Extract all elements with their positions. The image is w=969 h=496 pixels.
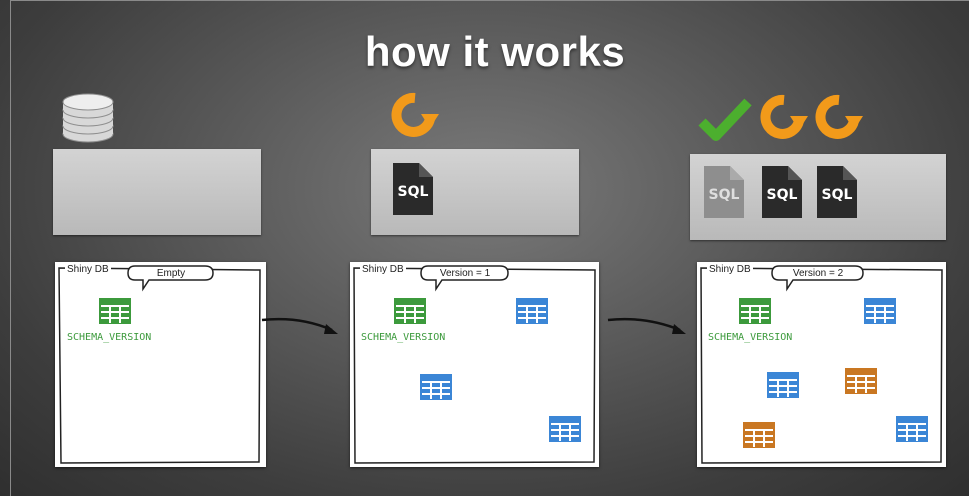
schema-version-label: SCHEMA_VERSION — [361, 332, 446, 343]
table-icon — [516, 298, 548, 324]
table-icon — [739, 298, 771, 324]
sql-file-icon: SQL — [760, 164, 804, 220]
step2-script-box: SQL — [371, 149, 579, 235]
table-icon — [549, 416, 581, 442]
slide-title: how it works — [364, 28, 626, 75]
schema-version-label: SCHEMA_VERSION — [67, 332, 152, 343]
table-icon — [743, 422, 775, 448]
step3-script-box: SQL SQL SQL — [690, 154, 946, 240]
db-name: Shiny DB — [65, 264, 111, 275]
arrow-icon — [261, 317, 338, 334]
db-panel-version-1: Shiny DB Version = 1 SCHEMA_VERSION — [350, 262, 599, 467]
callout-bubble — [420, 265, 509, 292]
table-icon — [845, 368, 877, 394]
table-icon — [767, 372, 799, 398]
db-state: Version = 1 — [439, 268, 491, 279]
migrate-icon — [760, 94, 808, 139]
step1-script-box — [53, 149, 261, 235]
db-state: Version = 2 — [792, 268, 844, 279]
schema-version-label: SCHEMA_VERSION — [708, 332, 793, 343]
table-icon — [99, 298, 131, 324]
migrate-icon — [391, 92, 439, 137]
db-panel-empty: Shiny DB Empty SCHEMA_VERSION — [55, 262, 266, 467]
sql-file-icon: SQL — [815, 164, 859, 220]
table-icon — [394, 298, 426, 324]
callout-bubble — [771, 265, 864, 292]
checkmark-icon — [698, 98, 752, 141]
arrow-icon — [607, 317, 686, 334]
db-panel-version-2: Shiny DB Version = 2 SCHEMA_VERSION — [697, 262, 946, 467]
sql-file-icon: SQL — [391, 161, 435, 217]
db-name: Shiny DB — [360, 264, 406, 275]
db-name: Shiny DB — [707, 264, 753, 275]
migrate-icon — [815, 94, 863, 139]
slide-frame — [10, 0, 969, 496]
db-state: Empty — [156, 268, 186, 279]
callout-bubble — [127, 265, 214, 292]
table-icon — [896, 416, 928, 442]
table-icon — [420, 374, 452, 400]
database-stack-icon — [62, 93, 114, 143]
table-icon — [864, 298, 896, 324]
sql-file-icon: SQL — [702, 164, 746, 220]
